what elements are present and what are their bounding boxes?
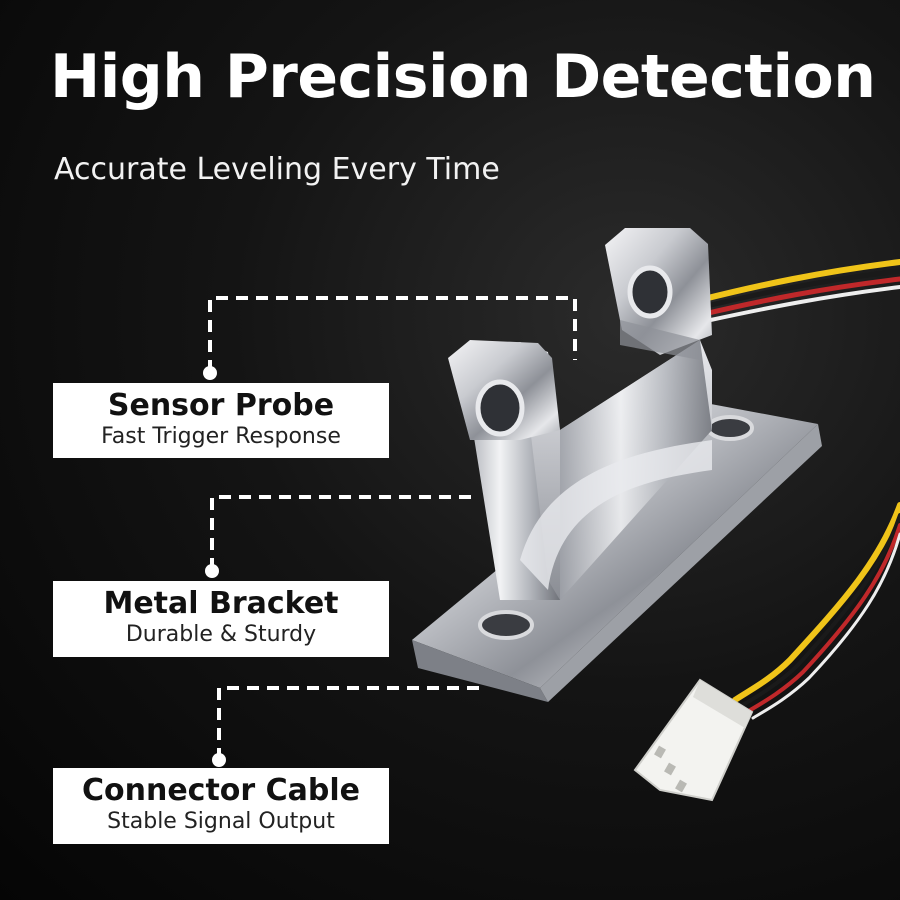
connector-plug [633, 678, 754, 802]
callout-sensor-probe: Sensor Probe Fast Trigger Response [53, 383, 389, 458]
callout-subtitle: Stable Signal Output [107, 809, 335, 834]
leader-line-connector-cable [217, 686, 480, 760]
leader-lines [208, 296, 577, 760]
leader-line-sensor-probe [208, 296, 577, 372]
rear-ear [605, 228, 712, 360]
callout-title: Sensor Probe [107, 388, 335, 423]
callout-metal-bracket: Metal Bracket Durable & Sturdy [53, 581, 389, 657]
page-title: High Precision Detection [50, 42, 876, 112]
leader-dot-metal-bracket [205, 564, 219, 578]
leader-line-metal-bracket [210, 495, 478, 570]
leader-dot-sensor-probe [203, 366, 217, 380]
page-subtitle: Accurate Leveling Every Time [54, 152, 500, 187]
callout-connector-cable: Connector Cable Stable Signal Output [53, 768, 389, 844]
cable-lower [732, 502, 900, 720]
callout-title: Metal Bracket [103, 586, 339, 621]
base-plate [412, 402, 822, 702]
leader-dot-connector-cable [212, 753, 226, 767]
callout-subtitle: Durable & Sturdy [125, 622, 317, 647]
cable-upper [697, 259, 900, 323]
callout-subtitle: Fast Trigger Response [101, 424, 341, 449]
callout-title: Connector Cable [81, 773, 361, 808]
front-ear [448, 340, 560, 440]
